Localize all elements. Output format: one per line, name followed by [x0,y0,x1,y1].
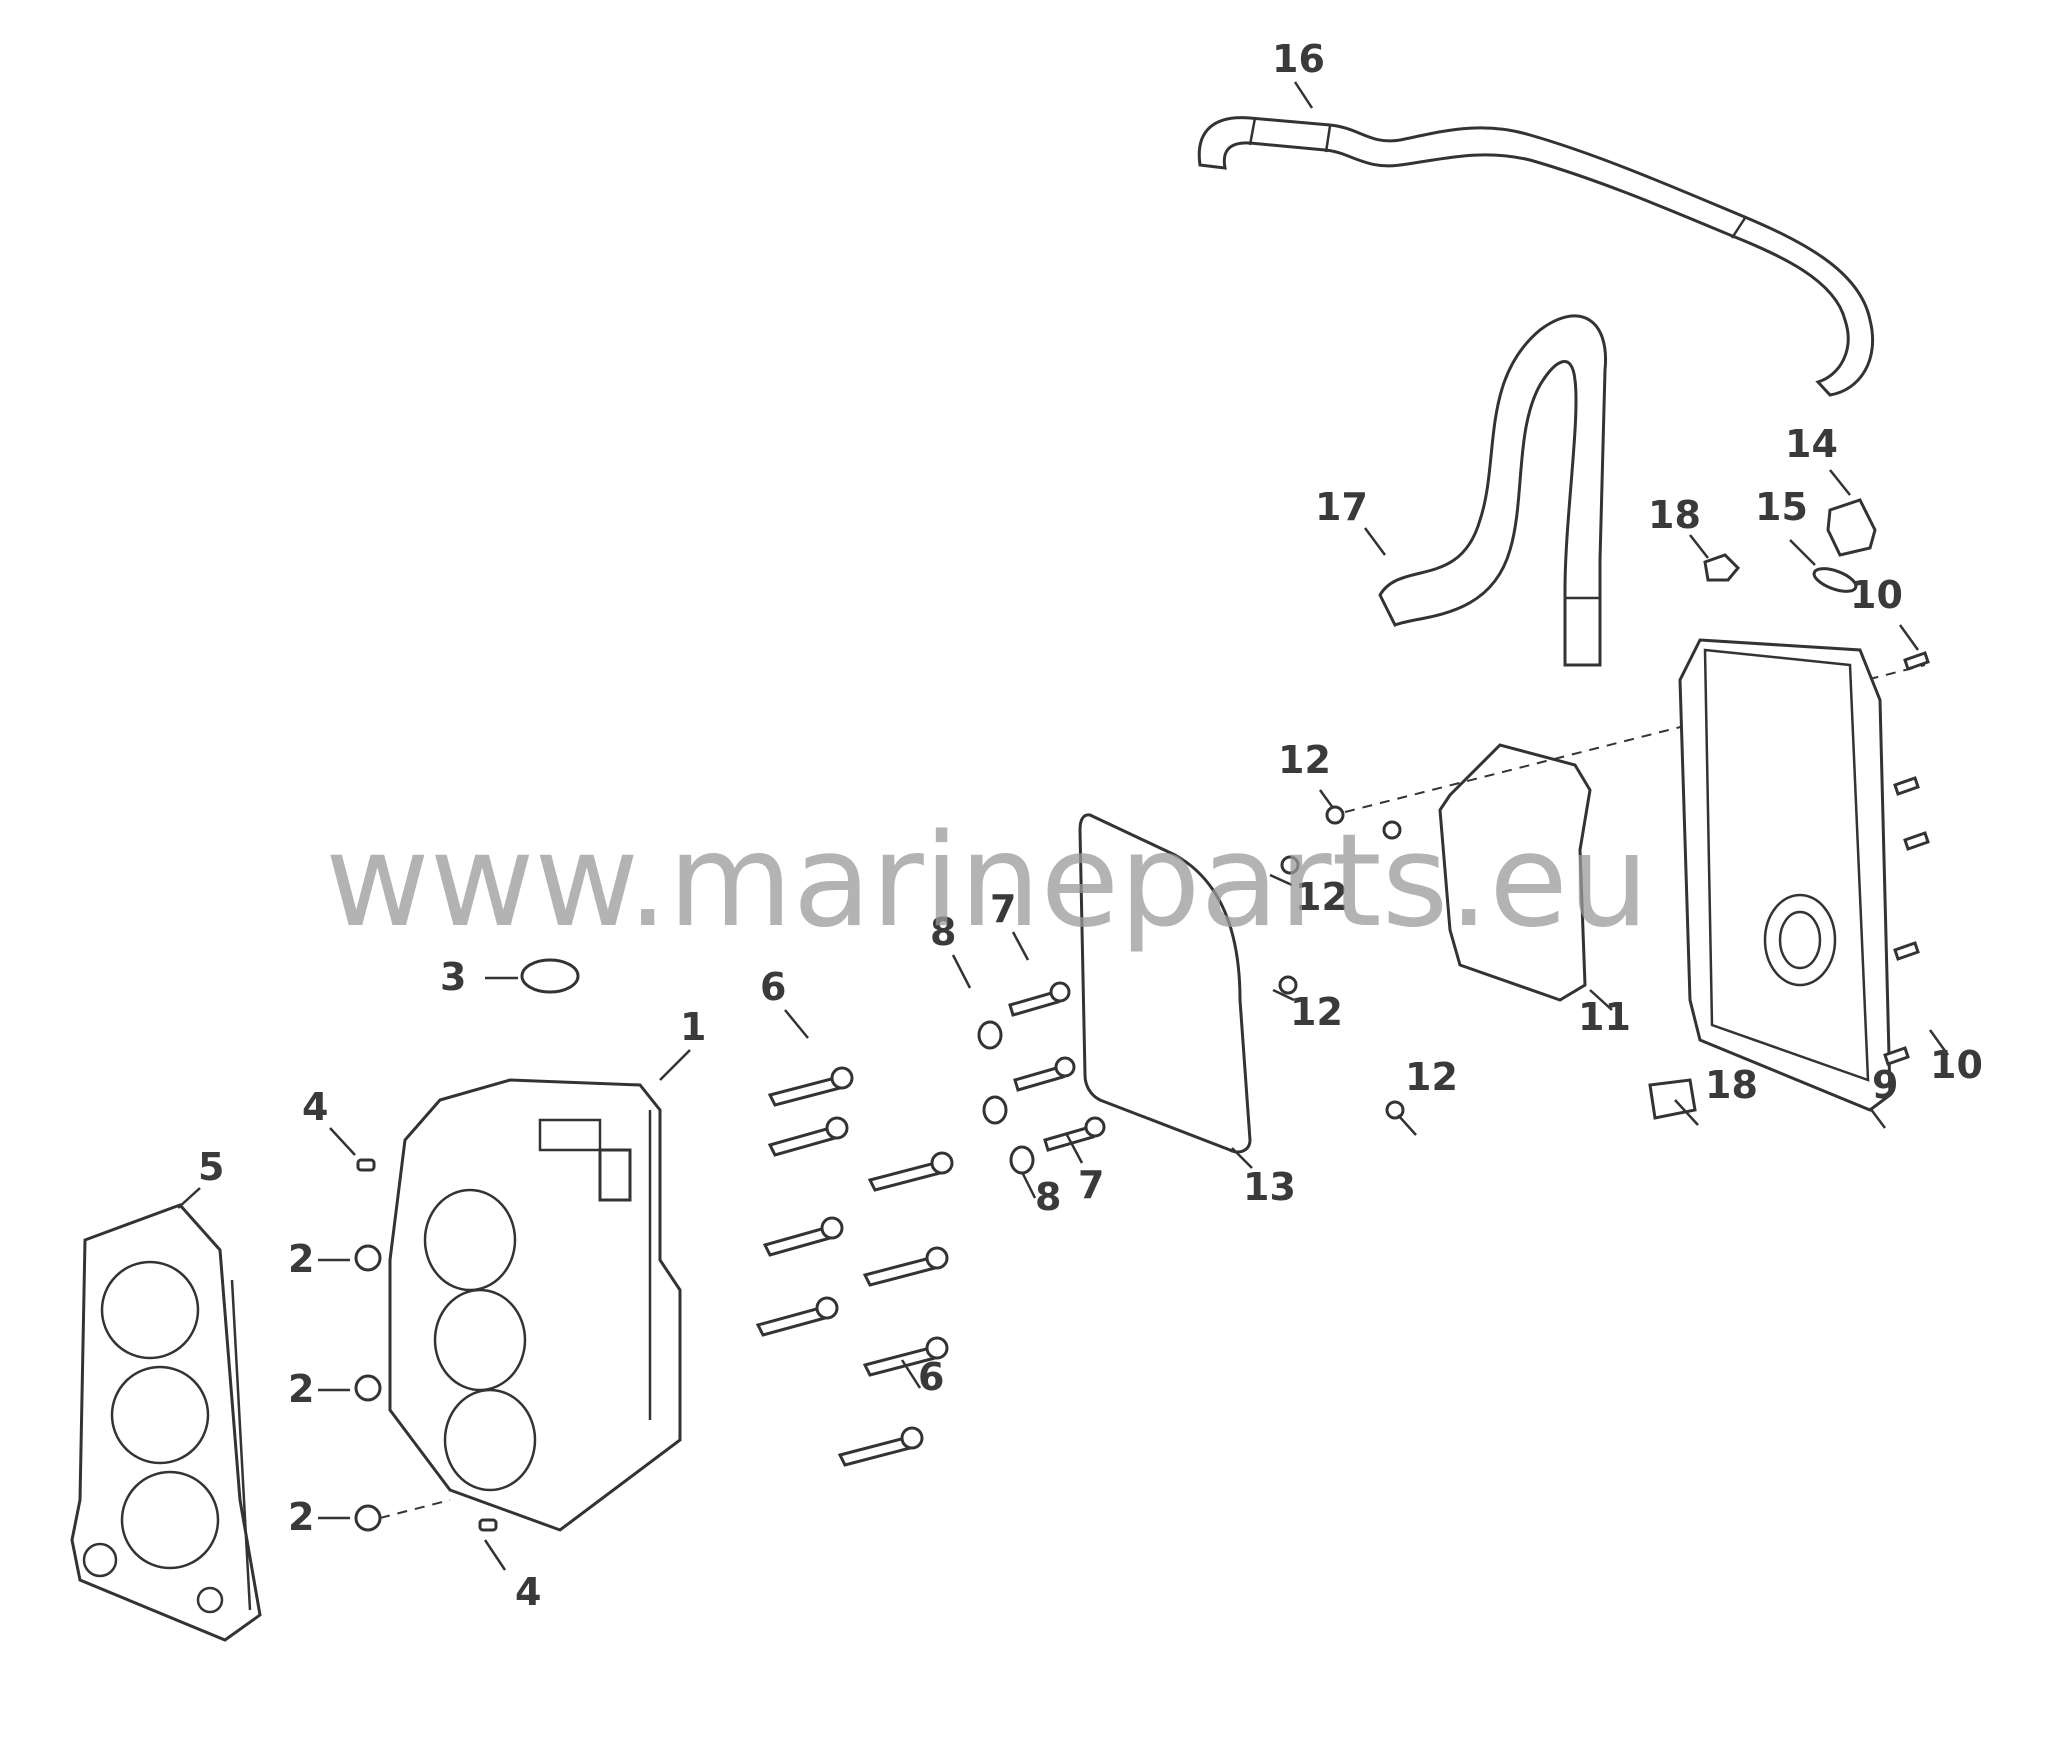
dowel-pin-4-top [356,1158,376,1172]
callout-4-bottom: 4 [515,1570,541,1614]
dowel-pin-4-bottom [478,1518,498,1532]
callout-6-top: 6 [760,965,786,1009]
callout-11: 11 [1578,995,1631,1039]
callout-2-mid: 2 [288,1367,314,1411]
cylinder-head-gasket-5 [70,1203,262,1642]
callout-9: 9 [1872,1063,1898,1107]
callout-18-top: 18 [1648,493,1701,537]
callout-13: 13 [1243,1165,1296,1209]
callout-12-b: 12 [1295,875,1348,919]
callout-8-top: 8 [930,910,956,954]
callout-4-top: 4 [302,1085,328,1129]
callout-14: 14 [1785,422,1838,466]
seal-3 [520,958,580,994]
callout-12-d: 12 [1405,1055,1458,1099]
callout-12-a: 12 [1278,738,1331,782]
callout-18-bottom: 18 [1705,1063,1758,1107]
cover-plate-11 [1438,743,1592,1002]
callout-8-bottom: 8 [1035,1175,1061,1219]
callout-7-top: 7 [990,887,1016,931]
leader-lines [177,81,1950,1571]
plug-2-top [354,1244,382,1272]
exhaust-cover-9 [1678,638,1892,1112]
screws-12 [1278,805,1405,1120]
hose-17 [1378,314,1608,667]
callout-labels: 16 17 14 15 18 10 12 12 12 12 11 18 9 10… [198,37,1983,1614]
plug-2-mid [354,1374,382,1402]
nut-18-bottom [1648,1078,1697,1120]
callout-17: 17 [1315,485,1368,529]
callout-2-bottom: 2 [288,1495,314,1539]
callout-16: 16 [1272,37,1325,81]
callout-10-bottom: 10 [1930,1043,1983,1087]
washer-15 [1812,567,1858,593]
callout-1: 1 [680,1005,706,1049]
callout-2-top: 2 [288,1237,314,1281]
bolts-6 [755,1066,954,1467]
callout-6-bottom: 6 [918,1355,944,1399]
nut-18-top [1703,553,1741,582]
callout-15: 15 [1755,485,1808,529]
watermark-text: www.marineparts.eu [325,807,1649,956]
hose-16 [1197,116,1875,397]
callout-7-bottom: 7 [1078,1163,1104,1207]
cylinder-head-1 [388,1078,682,1532]
fitting-14 [1826,498,1877,557]
callout-3: 3 [440,955,466,999]
callout-10-top: 10 [1850,573,1903,617]
callout-5: 5 [198,1145,224,1189]
plug-2-bottom [354,1504,382,1532]
screws-10 [1883,651,1930,1066]
callout-12-c: 12 [1290,990,1343,1034]
